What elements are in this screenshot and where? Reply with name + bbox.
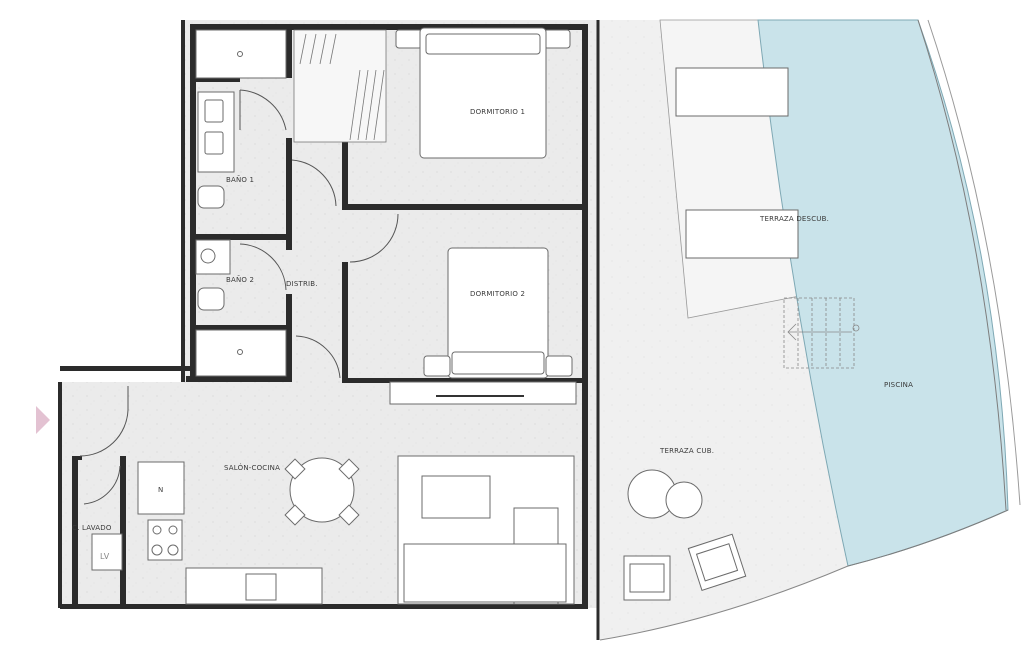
label-terraza-descubierta: TERRAZA DESCUB. [759,215,829,223]
pool [757,19,1021,567]
wardrobe [293,29,387,143]
label-dormitorio-2: DORMITORIO 2 [470,290,525,298]
sofa-area [397,455,575,605]
label-c-lavado: C. LAVADO [72,524,112,532]
label-lavadora: LV [100,552,110,561]
label-piscina: PISCINA [884,381,913,389]
kitchen [91,461,323,605]
bathroom-fixtures [195,29,287,377]
dining-table [284,457,360,526]
bed-2 [389,247,577,405]
entry-arrow-icon [36,406,50,434]
label-salon-cocina: SALÓN-COCINA [224,463,280,472]
label-dormitorio-1: DORMITORIO 1 [470,108,525,116]
sun-loungers [675,67,799,259]
label-bano-1: BAÑO 1 [226,175,254,184]
doors [79,89,399,505]
label-bano-2: BAÑO 2 [226,275,254,284]
pool-steps [783,297,860,369]
terrace-furniture [623,469,747,601]
label-distrib: DISTRIB. [286,280,318,288]
label-fridge: N [158,486,163,494]
label-terraza-cubierta: TERRAZA CUB. [659,447,714,455]
bed-1 [395,27,571,159]
